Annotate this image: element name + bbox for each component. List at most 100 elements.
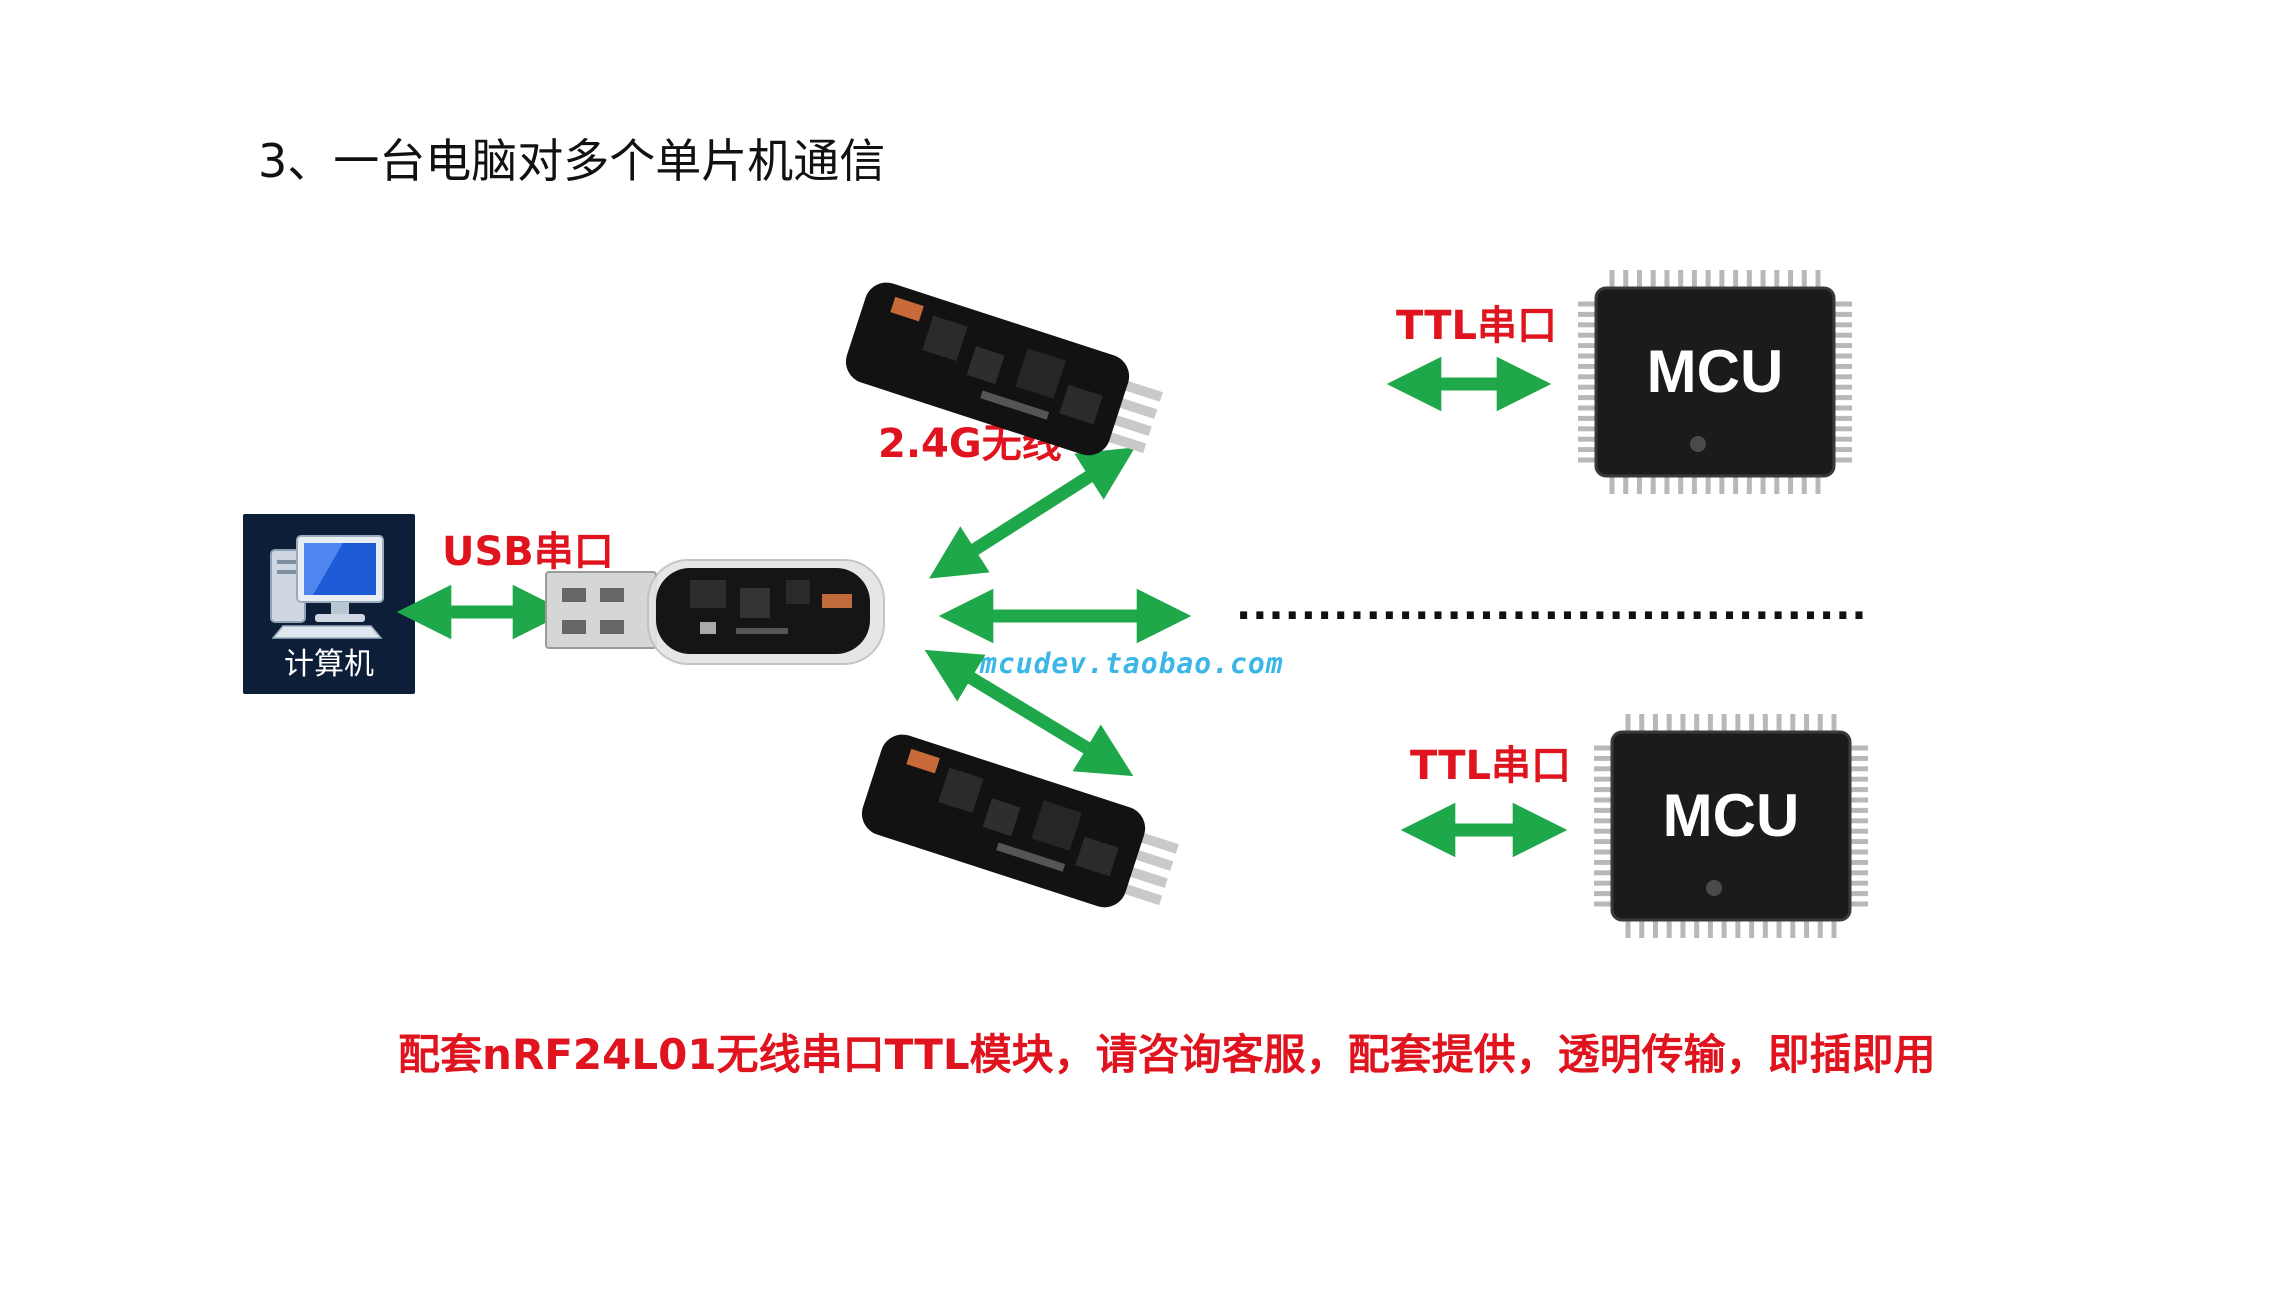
mcu-pin xyxy=(1578,415,1596,421)
mcu-pin xyxy=(1666,920,1672,938)
mcu-pin xyxy=(1578,457,1596,463)
mcu-pin xyxy=(1834,447,1852,453)
mcu-pin xyxy=(1721,920,1727,938)
mcu-pin xyxy=(1594,766,1612,772)
mcu-pin xyxy=(1834,363,1852,369)
mcu-pin xyxy=(1850,745,1868,751)
mcu-pin xyxy=(1691,270,1697,288)
mcu-pin xyxy=(1834,374,1852,380)
arrow-wireless-top xyxy=(928,447,1136,579)
mcu-pin xyxy=(1578,426,1596,432)
mcu-pin xyxy=(1746,476,1752,494)
mcu-pin xyxy=(1707,714,1713,732)
mcu-chip-bottom: MCU xyxy=(1594,714,1868,938)
computer-tile: 计算机 xyxy=(243,514,415,694)
mcu-pin xyxy=(1578,363,1596,369)
mcu-pin xyxy=(1609,270,1615,288)
mcu-pin xyxy=(1850,797,1868,803)
mcu-pin xyxy=(1652,920,1658,938)
mcu-pin xyxy=(1694,714,1700,732)
mcu-pin xyxy=(1594,807,1612,813)
mcu-pin xyxy=(1650,270,1656,288)
mcu-pin xyxy=(1850,755,1868,761)
mcu-pin xyxy=(1705,270,1711,288)
mcu-pin xyxy=(1788,270,1794,288)
mcu-pin xyxy=(1578,405,1596,411)
serial-module-bottom xyxy=(861,734,1179,908)
mcu-pin xyxy=(1815,476,1821,494)
mcu-pin xyxy=(1578,395,1596,401)
mcu-pin xyxy=(1834,395,1852,401)
mcu-pin xyxy=(1834,405,1852,411)
mcu-pin xyxy=(1762,920,1768,938)
mcu-pin xyxy=(1834,332,1852,338)
mcu-pin xyxy=(1664,476,1670,494)
mcu-pin xyxy=(1834,457,1852,463)
mcu-pin xyxy=(1594,797,1612,803)
mcu-pin xyxy=(1578,374,1596,380)
more-devices-ellipsis: ....................................... xyxy=(1236,583,1868,629)
mcu-pin xyxy=(1680,714,1686,732)
mcu-pin xyxy=(1850,807,1868,813)
mcu-pin xyxy=(1834,322,1852,328)
mcu-pin xyxy=(1578,436,1596,442)
mcu-pin xyxy=(1639,714,1645,732)
mcu-pin xyxy=(1735,920,1741,938)
mcu-pin xyxy=(1594,859,1612,865)
mcu-pin xyxy=(1760,476,1766,494)
mcu-pin xyxy=(1776,920,1782,938)
mcu-pin xyxy=(1850,880,1868,886)
serial-module-top xyxy=(845,282,1163,456)
mcu-pin xyxy=(1719,270,1725,288)
mcu-pin xyxy=(1719,476,1725,494)
mcu-pin xyxy=(1850,839,1868,845)
mcu-pin xyxy=(1594,755,1612,761)
mcu-pin xyxy=(1578,447,1596,453)
mcu-pin xyxy=(1735,714,1741,732)
mcu-pin xyxy=(1594,818,1612,824)
mcu-pin xyxy=(1639,920,1645,938)
mcu-pin xyxy=(1578,332,1596,338)
mcu-pin xyxy=(1678,270,1684,288)
footer-note: 配套nRF24L01无线串口TTL模块，请咨询客服，配套提供，透明传输，即插即用 xyxy=(398,1030,1936,1079)
mcu-pin xyxy=(1746,270,1752,288)
mcu-pin xyxy=(1636,476,1642,494)
mcu-pin xyxy=(1594,839,1612,845)
mcu-pin xyxy=(1625,920,1631,938)
mcu-pin xyxy=(1594,849,1612,855)
mcu-pin xyxy=(1594,901,1612,907)
mcu-pin xyxy=(1721,714,1727,732)
mcu-pin xyxy=(1694,920,1700,938)
mcu-pin xyxy=(1850,766,1868,772)
mcu-pin xyxy=(1850,776,1868,782)
mcu-pin xyxy=(1609,476,1615,494)
mcu-pin xyxy=(1705,476,1711,494)
ttl-serial-label-top: TTL串口 xyxy=(1396,303,1557,349)
mcu-pin xyxy=(1678,476,1684,494)
mcu-pin xyxy=(1650,476,1656,494)
mcu-pin xyxy=(1788,476,1794,494)
mcu-pin xyxy=(1594,891,1612,897)
computer-monitor-icon xyxy=(270,535,384,639)
mcu-pin xyxy=(1804,714,1810,732)
mcu-pin xyxy=(1834,353,1852,359)
mcu-pin xyxy=(1578,384,1596,390)
mcu-pin xyxy=(1594,870,1612,876)
mcu-pin xyxy=(1834,301,1852,307)
mcu-pin xyxy=(1578,353,1596,359)
usb-serial-label: USB串口 xyxy=(442,529,614,575)
mcu-pin xyxy=(1594,880,1612,886)
mcu-pin xyxy=(1733,270,1739,288)
mcu-pin xyxy=(1850,818,1868,824)
mcu-pin xyxy=(1664,270,1670,288)
mcu-chip-top: MCU xyxy=(1578,270,1852,494)
mcu-pin xyxy=(1817,920,1823,938)
mcu-pin xyxy=(1790,920,1796,938)
mcu-pin xyxy=(1578,311,1596,317)
mcu-pin xyxy=(1625,714,1631,732)
mcu-pin xyxy=(1749,714,1755,732)
mcu-pin xyxy=(1594,828,1612,834)
mcu-pin xyxy=(1804,920,1810,938)
mcu-pin xyxy=(1850,891,1868,897)
